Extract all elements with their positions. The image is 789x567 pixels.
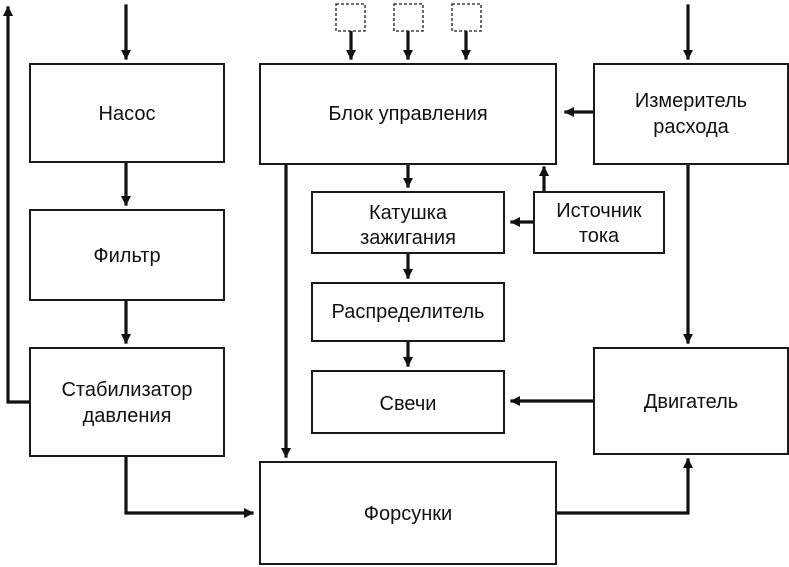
filter-label: Фильтр (93, 245, 160, 267)
connections (2, 4, 693, 518)
input-box-3 (451, 3, 482, 32)
flow-meter-label-line1: Измеритель (635, 90, 747, 112)
engine-block: Двигатель (593, 347, 789, 455)
engine-label: Двигатель (644, 391, 738, 413)
power-source-label-line1: Источник (556, 200, 642, 222)
arrow-injectors-engine (554, 458, 693, 515)
injectors-block: Форсунки (259, 461, 557, 565)
power-source-label-line2: тока (579, 225, 620, 247)
stabilizer-label-line1: Стабилизатор (61, 379, 192, 401)
stabilizer-label-line2: давления (83, 405, 172, 427)
spark-plugs-label: Свечи (380, 393, 437, 415)
ignition-coil-block: Катушка зажигания (311, 191, 505, 254)
input-box-2 (393, 3, 424, 32)
flow-meter-block: Измеритель расхода (593, 63, 789, 165)
arrow-stabilizer-injectors (124, 454, 254, 518)
power-source-block: Источник тока (533, 191, 665, 254)
stabilizer-block: Стабилизатор давления (29, 347, 225, 457)
control-unit-block: Блок управления (259, 63, 557, 165)
distributor-block: Распределитель (311, 282, 505, 342)
flow-meter-label-line2: расхода (653, 116, 729, 138)
pump-label: Насос (99, 103, 156, 125)
input-box-1 (335, 3, 366, 32)
arrow-stabilizer-return (2, 6, 32, 404)
spark-plugs-block: Свечи (311, 370, 505, 434)
pump-block: Насос (29, 63, 225, 163)
distributor-label: Распределитель (332, 301, 485, 323)
ignition-coil-label-line1: Катушка (369, 202, 448, 224)
ignition-coil-label-line2: зажигания (360, 227, 456, 249)
filter-block: Фильтр (29, 209, 225, 301)
injectors-label: Форсунки (364, 503, 452, 525)
control-unit-label: Блок управления (328, 103, 487, 125)
